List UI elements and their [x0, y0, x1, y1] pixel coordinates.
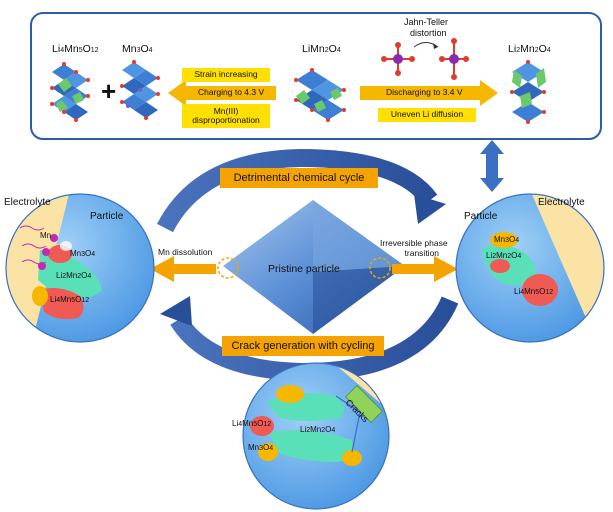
charging-label: Charging to 4.3 V	[198, 87, 265, 97]
li2mn2o4-structure-icon	[510, 60, 546, 124]
discharging-label: Discharging to 3.4 V	[386, 87, 463, 97]
right-li4mn5o12-label: Li4Mn5O12	[514, 287, 554, 297]
strain-increasing-box: Strain increasing	[182, 68, 270, 82]
label-li4mn5o12: Li4Mn5O12	[52, 43, 99, 55]
label-limn2o4: LiMn2O4	[302, 43, 341, 55]
vertical-double-arrow	[480, 140, 504, 192]
right-transform-arrow	[480, 80, 498, 106]
cycle-top-arc	[157, 148, 438, 233]
dashed-marker-right	[369, 257, 391, 279]
irreversible-phase-line1: Irreversible phase	[380, 238, 448, 248]
bottom-mn3o4-label: Mn3O4	[248, 443, 274, 453]
mn-disproportionation-line1: Mn(III)	[213, 105, 239, 116]
left-particle-circle	[5, 193, 155, 343]
cycle-top-arrowhead	[414, 194, 446, 224]
right-li2mn2o4-label: Li2Mn2O4	[486, 251, 522, 261]
bottom-li2mn2o4-label: Li2Mn2O4	[300, 425, 336, 435]
jahn-teller-octahedron-icon	[381, 38, 469, 80]
right-electrolyte-label: Electrolyte	[538, 197, 585, 208]
left-arrow-shaft	[172, 264, 216, 274]
plus-sign: +	[101, 76, 116, 106]
mn3o4-structure-icon	[120, 60, 160, 120]
right-mn3o4-label: Mn3O4	[494, 235, 520, 245]
dashed-marker-left	[217, 257, 239, 279]
li4mn5o12-structure-icon	[50, 62, 90, 122]
uneven-li-diffusion-box: Uneven Li diffusion	[378, 108, 476, 122]
right-arrow-shaft	[392, 264, 436, 274]
left-mn3o4-label: Mn3O4	[70, 249, 96, 259]
mn-disproportionation-box: Mn(III) disproportionation	[182, 104, 270, 128]
irreversible-phase-label: Irreversible phase transition	[380, 238, 448, 258]
left-electrolyte-label: Electrolyte	[4, 197, 51, 208]
label-mn3o4-top: Mn3O4	[122, 43, 153, 55]
mn-dissolution-label: Mn dissolution	[158, 247, 213, 257]
bottom-particle-circle	[242, 362, 390, 510]
label-jahn-teller-2: distortion	[410, 28, 447, 38]
label-jahn-teller-1: Jahn-Teller	[404, 17, 449, 27]
left-transform-arrow	[168, 80, 186, 106]
label-li2mn2o4-top: Li2Mn2O4	[508, 43, 551, 55]
left-li4mn5o12-label: Li4Mn5O12	[50, 295, 90, 305]
irreversible-phase-line2: transition	[404, 248, 440, 259]
right-particle-label: Particle	[464, 211, 498, 222]
left-li2mn2o4-label: Li2Mn2O4	[56, 271, 92, 281]
left-horizontal-arrow	[150, 256, 174, 282]
detrimental-cycle-label: Detrimental chemical cycle	[220, 168, 378, 188]
pristine-particle-label: Pristine particle	[268, 263, 340, 275]
cycle-bottom-arrowhead	[160, 296, 192, 326]
bottom-li4mn5o12-label: Li4Mn5O12	[232, 419, 272, 429]
crack-generation-label: Crack generation with cycling	[222, 336, 384, 356]
right-transform-arrow-shaft	[360, 86, 480, 100]
limn2o4-structure-icon	[294, 68, 346, 122]
cracks-box	[345, 385, 383, 423]
left-mn-label: Mn	[40, 231, 52, 240]
left-particle-label: Particle	[90, 211, 124, 222]
mn-disproportionation-line2: disproportionation	[192, 115, 260, 125]
right-horizontal-arrow	[434, 256, 458, 282]
left-transform-arrow-shaft	[186, 86, 276, 100]
